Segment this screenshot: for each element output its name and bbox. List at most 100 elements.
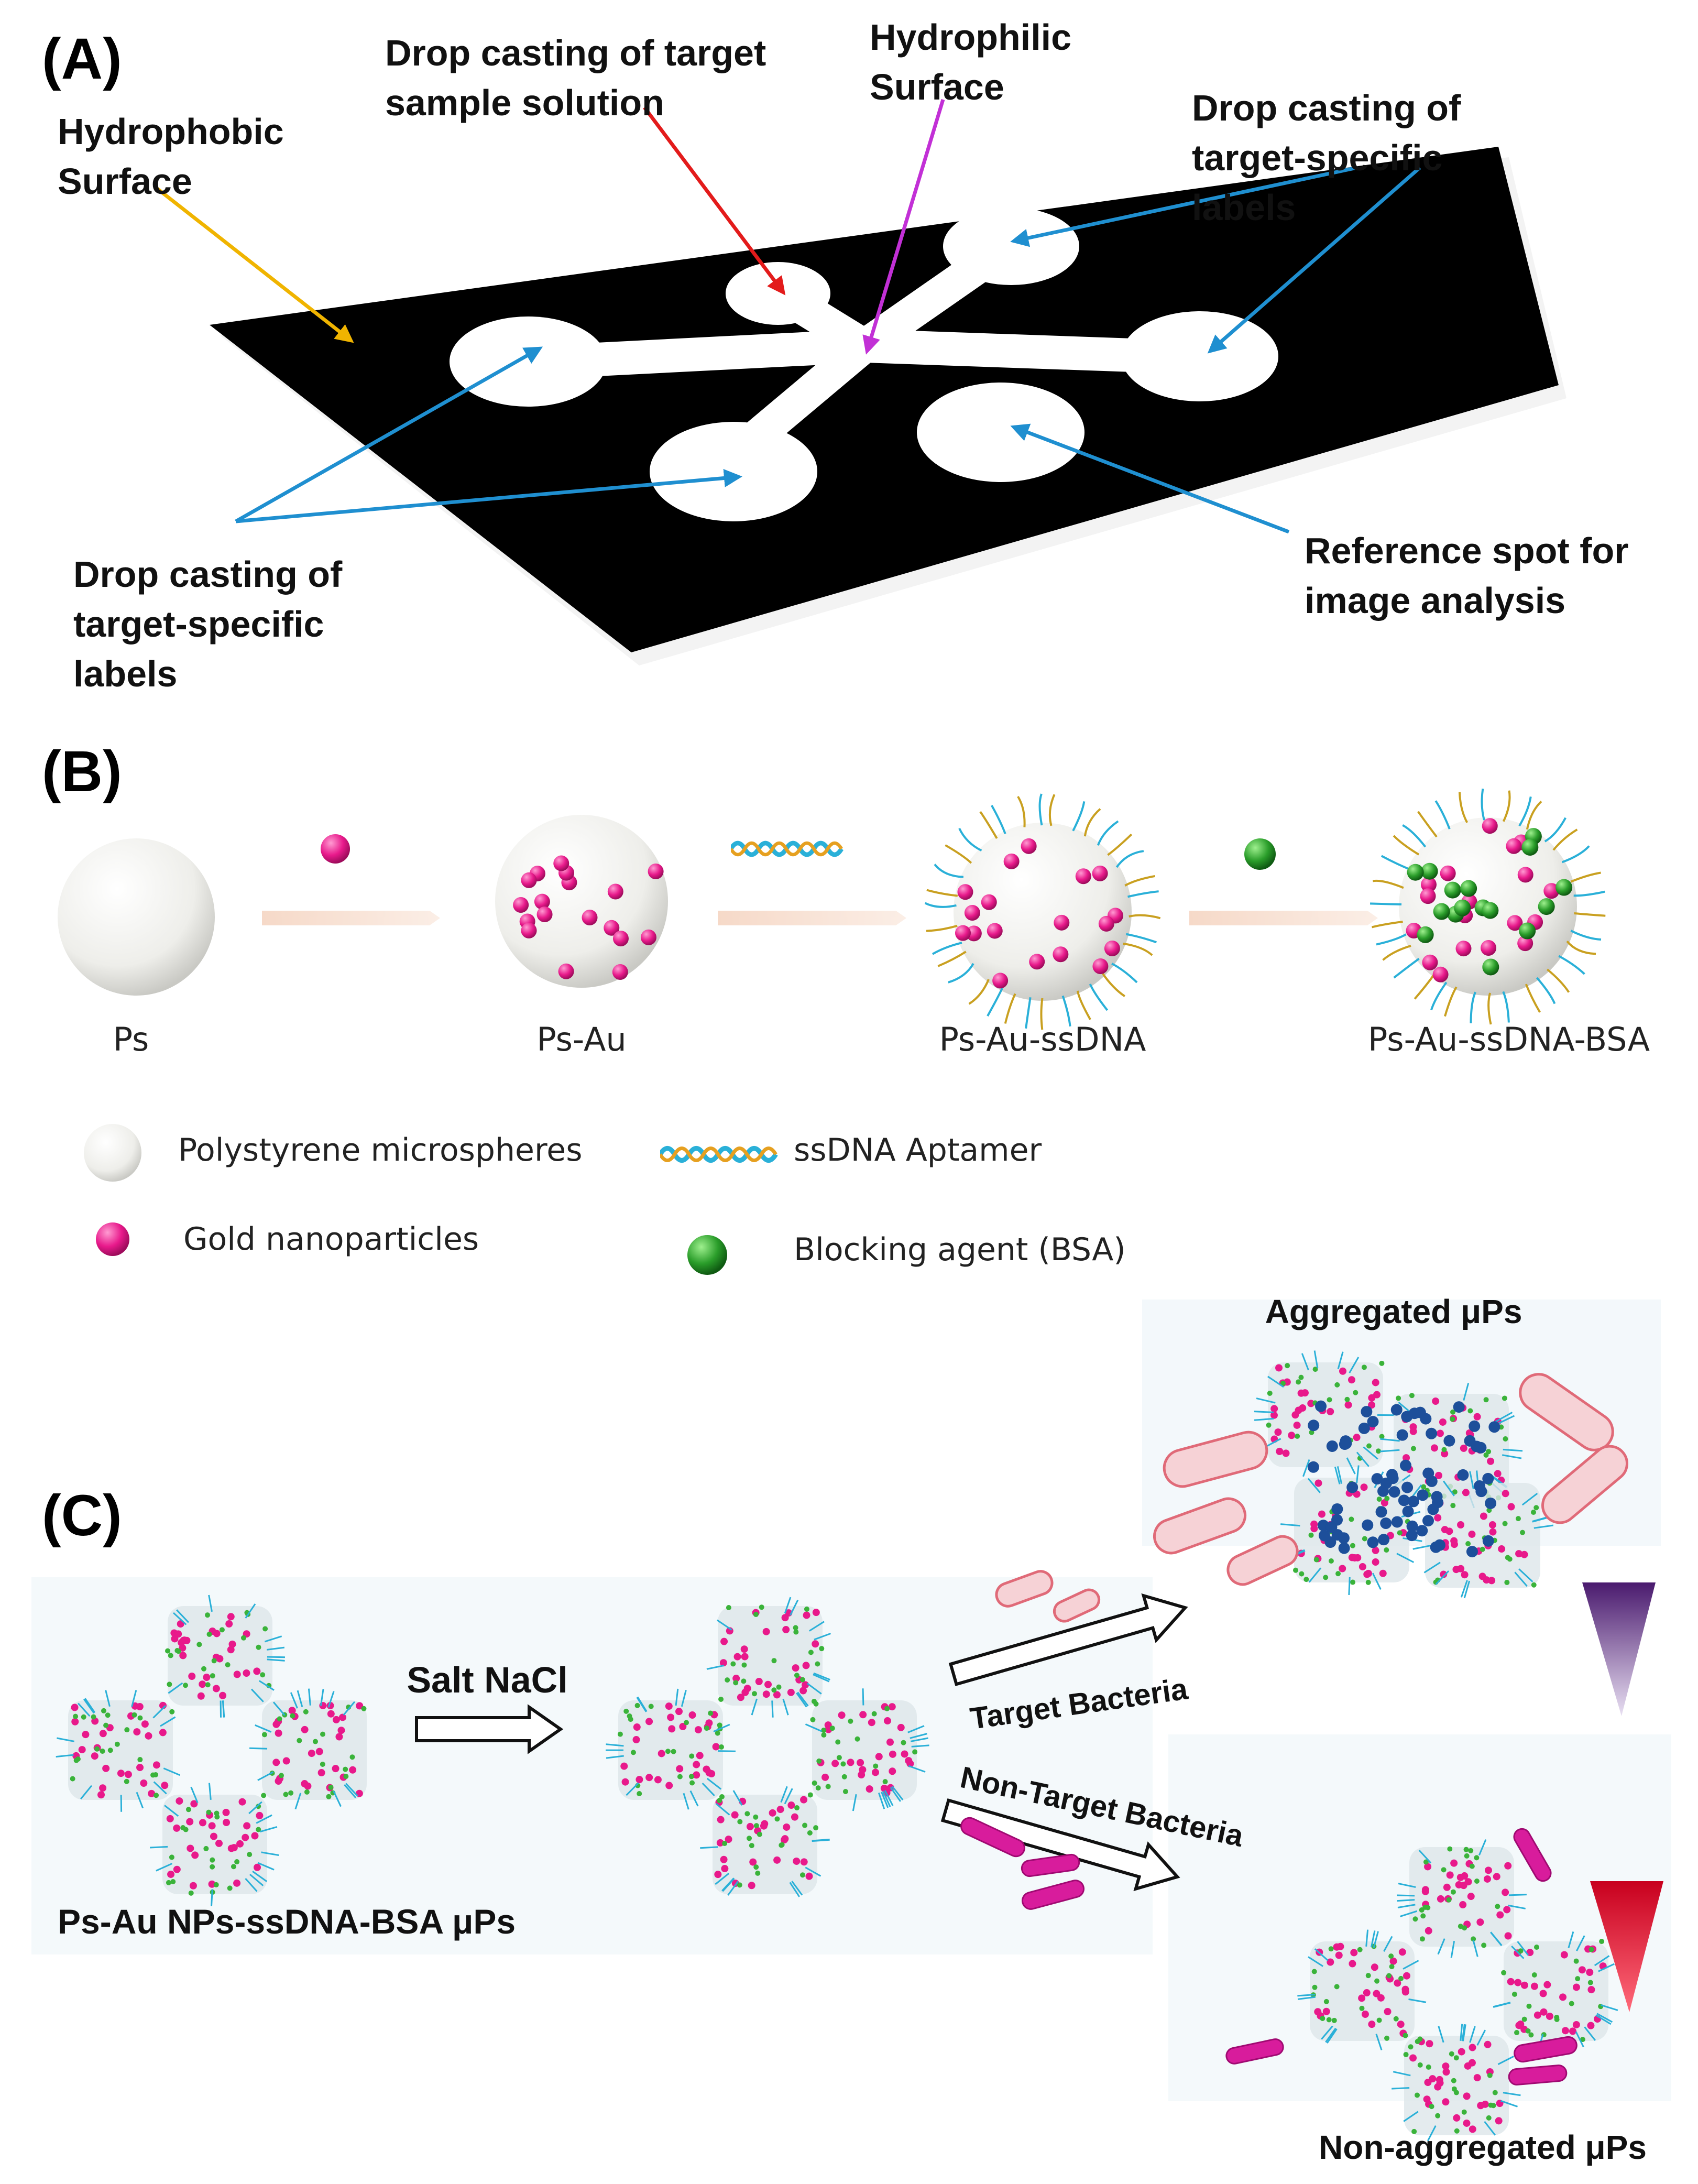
ssdna-strand [934, 864, 963, 878]
aggregate-marker [1443, 1435, 1455, 1447]
microparticle-cluster [1392, 2024, 1521, 2142]
microparticle-cluster [1397, 1839, 1527, 1958]
label-reference-spot: Reference spot for image analysis [1305, 530, 1639, 621]
gold-nanoparticle [1440, 865, 1456, 881]
aggregate-marker [1315, 1400, 1327, 1412]
ssdna-strand [1536, 977, 1556, 1004]
ssdna-strand [1393, 958, 1420, 979]
aggregate-marker [1417, 1489, 1429, 1501]
ssdna-strand [1502, 991, 1510, 1023]
aggregate-marker [1457, 1469, 1469, 1481]
ssdna-strand [1558, 955, 1585, 975]
ssdna-strand [1126, 933, 1157, 944]
aggregate-marker [1375, 1506, 1387, 1518]
ssdna-strand [1382, 945, 1411, 961]
aggregate-marker [1416, 1525, 1428, 1537]
aggregate-marker [1406, 1530, 1418, 1542]
legend-aptamer-text: ssDNA Aptamer [794, 1132, 1042, 1169]
panel-a: (A) [42, 17, 1639, 694]
ssdna-strand [932, 942, 962, 955]
pointer-reference [1010, 423, 1290, 534]
ssdna-strand [1017, 795, 1026, 827]
gold-nanoparticle [987, 923, 1003, 939]
aggregate-marker [1358, 1422, 1370, 1434]
gold-nanoparticle [1098, 915, 1114, 932]
gold-nanoparticle [612, 931, 629, 947]
ssdna-strand [1061, 995, 1071, 1027]
gold-nanoparticle [1455, 941, 1472, 957]
microparticle-cluster [1297, 1929, 1427, 2050]
ssdna-strand [1102, 973, 1125, 997]
bsa-particle [1555, 879, 1573, 896]
aggregate-marker [1475, 1442, 1487, 1454]
gold-nanoparticle [1092, 865, 1108, 881]
ssdna-strand [1430, 981, 1448, 1010]
ps-au-particle [495, 815, 668, 988]
aggregate-marker [1431, 1491, 1443, 1503]
aggregate-marker [1399, 1459, 1411, 1471]
non-target-bacteria [960, 1817, 1578, 2085]
pointer-hydrophobic [156, 187, 354, 343]
pointer-labels-left-1 [235, 346, 543, 523]
label-target-specific-left: Drop casting of target-specific labels [73, 554, 353, 694]
label-hydrophilic: Hydrophilic Surface [870, 17, 1082, 107]
bsa-particle [1521, 838, 1539, 856]
gold-nanoparticle-reagent [321, 834, 350, 864]
aggregate-marker [1485, 1497, 1497, 1509]
aptamer-reagent [731, 843, 841, 855]
ssdna-strand [1129, 914, 1161, 920]
legend-bsa-icon [687, 1235, 727, 1275]
ssdna-strand [1004, 993, 1016, 1024]
gold-nanoparticle [648, 864, 664, 880]
ps-au-ssdna-particle [924, 793, 1161, 1030]
aggregate-marker [1469, 1420, 1481, 1432]
legend-gold-icon [96, 1222, 129, 1256]
panel-c: (C) Salt NaCl Ps-Au NPs-ssDNA-BSA μPs Ta… [31, 1293, 1671, 2166]
aggregate-marker [1318, 1530, 1330, 1542]
ssdna-strand [1097, 820, 1119, 846]
ssdna-strand [987, 988, 1003, 1017]
aggregate-marker [1340, 1435, 1352, 1447]
ssdna-strand [926, 924, 958, 932]
aggregate-marker [1402, 1505, 1414, 1517]
ssdna-strand [1552, 828, 1578, 851]
ssdna-strand [1376, 933, 1407, 946]
bsa-particle [1417, 926, 1434, 943]
gold-nanoparticle [1482, 818, 1498, 834]
microparticle-cluster [165, 1595, 285, 1718]
aggregate-marker [1427, 1503, 1439, 1515]
gold-nanoparticle [1543, 883, 1560, 899]
gold-nanoparticle [992, 973, 1009, 989]
microparticle-cluster [150, 1783, 279, 1906]
microparticle-cluster [706, 1597, 831, 1718]
gold-nanoparticle [521, 872, 537, 888]
ssdna-strand [1444, 986, 1458, 1017]
particle-clusters-start [56, 1595, 367, 1906]
microparticle-cluster [605, 1688, 736, 1810]
gold-nanoparticle [964, 904, 980, 921]
aggregate-marker [1398, 1494, 1410, 1506]
aggregate-marker [1388, 1486, 1400, 1498]
microparticle-cluster [56, 1689, 180, 1812]
ssdna-strand [1573, 890, 1605, 897]
tube-non-target-red [1590, 1881, 1663, 2012]
ssdna-strand [1124, 875, 1155, 887]
gold-nanoparticle [553, 855, 569, 871]
aggregate-marker [1380, 1517, 1392, 1530]
label-non-aggregated: Non-aggregated μPs [1319, 2128, 1647, 2166]
gold-nanoparticle [521, 922, 537, 938]
panel-b-legend: Polystyrene microspheres Gold nanopartic… [84, 1124, 1126, 1275]
gold-nanoparticle [1021, 838, 1037, 854]
aggregate-marker [1391, 1516, 1403, 1528]
ssdna-strand [958, 827, 982, 852]
particle-clusters-salt [605, 1597, 929, 1897]
aggregate-marker [1367, 1416, 1379, 1428]
ssdna-strand [1025, 997, 1032, 1029]
ssdna-strand [1570, 871, 1601, 883]
ssdna-strand [991, 805, 1006, 834]
ssdna-strand [1417, 811, 1438, 838]
arrow-step-2 [718, 911, 906, 925]
aggregate-marker [1488, 1421, 1500, 1433]
bsa-particle [1519, 922, 1536, 940]
gold-nanoparticle [534, 893, 550, 910]
